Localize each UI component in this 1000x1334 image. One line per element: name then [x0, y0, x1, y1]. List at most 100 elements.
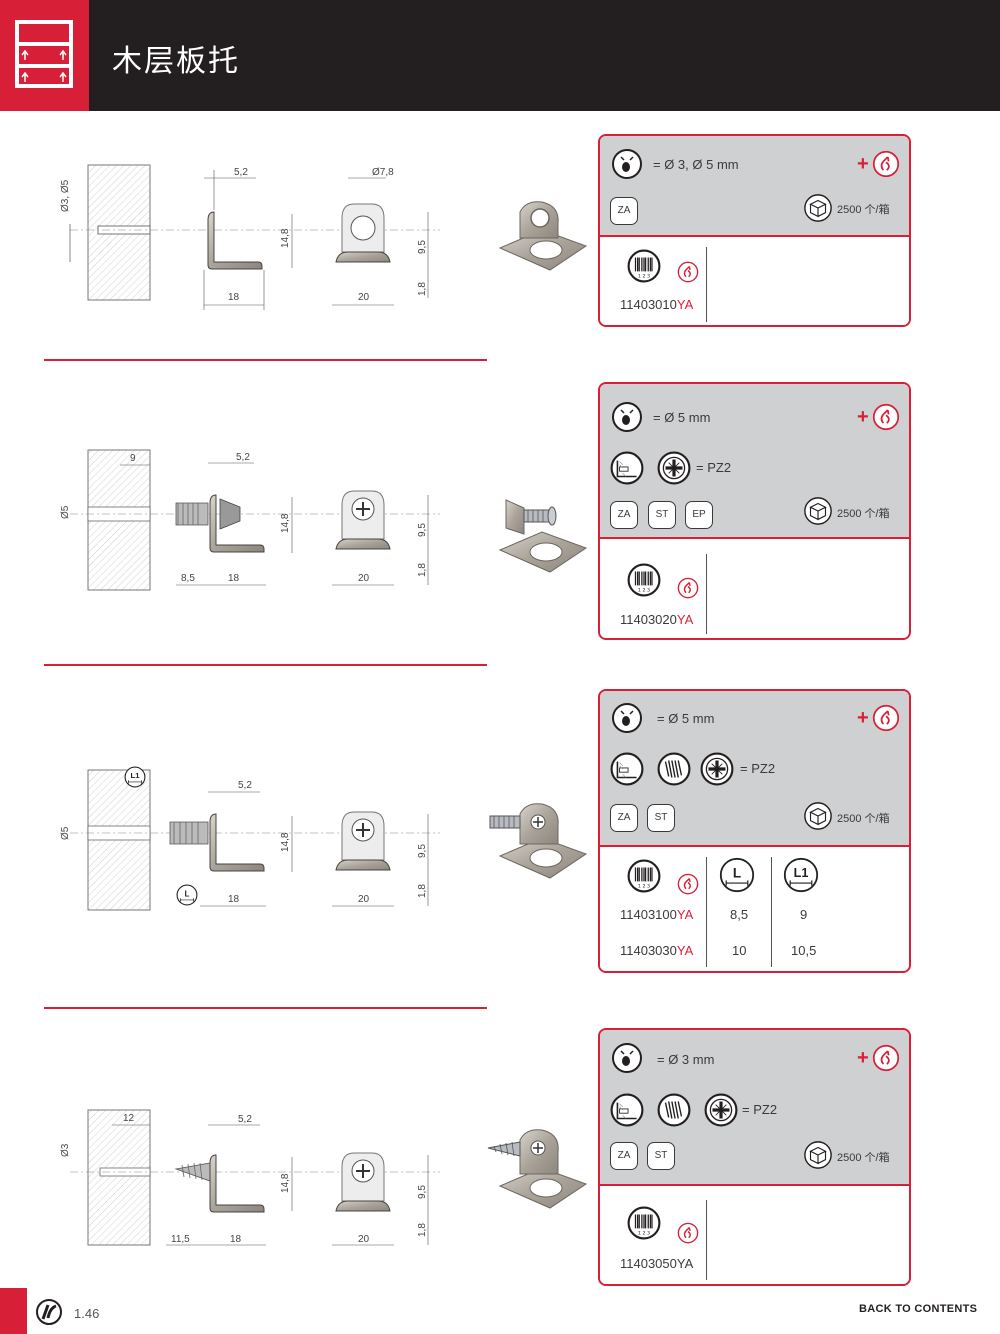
- dim-label: 18: [228, 573, 240, 584]
- l1-icon: [124, 766, 146, 788]
- dim-label: Ø5: [60, 826, 71, 840]
- dim-label: 9: [130, 453, 136, 464]
- article-code: 11403030YA: [620, 943, 694, 958]
- dim-label: 1,8: [417, 884, 428, 898]
- page-title: 木层板托: [112, 44, 240, 79]
- dim-label: 20: [358, 292, 370, 303]
- barcode-icon: [627, 859, 661, 893]
- dim-label: 12: [123, 1113, 135, 1124]
- barcode-icon: [627, 563, 661, 597]
- back-to-contents-link[interactable]: BACK TO CONTENTS: [859, 1303, 978, 1315]
- drive-type: = PZ2: [740, 761, 776, 776]
- package-qty: 2500 个/箱: [837, 813, 890, 825]
- plus-icon: +: [857, 1047, 869, 1069]
- mounting-icon: [872, 704, 900, 732]
- mounting-icon: [872, 150, 900, 178]
- pozidriv-icon: [704, 1093, 738, 1127]
- plus-icon: +: [857, 707, 869, 729]
- section-divider: [44, 359, 487, 361]
- package-qty: 2500 个/箱: [837, 1152, 890, 1164]
- finish-badge: ZA: [610, 804, 638, 832]
- package-icon: [803, 801, 833, 831]
- dim-label: 18: [228, 894, 240, 905]
- length-l-value: 8,5: [730, 907, 749, 922]
- product-card-3: = Ø 5 mm + = PZ2 ZA ST 2500 个/箱 11403100…: [598, 689, 911, 973]
- hole-diameter: = Ø 3 mm: [657, 1052, 715, 1067]
- hole-diameter: = Ø 5 mm: [657, 711, 715, 726]
- dim-label: 1,8: [417, 563, 428, 577]
- dim-label: 14,8: [280, 228, 291, 248]
- brand-logo: [36, 1299, 62, 1325]
- pozidriv-icon: [700, 752, 734, 786]
- package-icon: [803, 496, 833, 526]
- length-l-icon: [719, 857, 755, 893]
- dim-label: 9,5: [417, 523, 428, 537]
- technical-drawing-4: 12 Ø3 5,2 14,8 11,5 18 9,5 1,8 20: [60, 1109, 440, 1246]
- dim-label: Ø3, Ø5: [60, 179, 71, 212]
- hole-diameter: = Ø 3, Ø 5 mm: [653, 157, 739, 172]
- dim-label: 1,8: [417, 1223, 428, 1237]
- length-l1-value: 10,5: [791, 943, 817, 958]
- finish-badge: EP: [685, 501, 713, 529]
- dim-label: 20: [358, 573, 370, 584]
- dim-label: 14,8: [280, 832, 291, 852]
- package-qty: 2500 个/箱: [837, 204, 890, 216]
- screw-type-icon: [610, 451, 644, 485]
- hole-diameter-icon: [611, 702, 643, 734]
- hole-diameter: = Ø 5 mm: [653, 410, 711, 425]
- technical-drawing-1: Ø3, Ø5 5,2 14,8 18 Ø7,8 9,5 1,8 20: [60, 164, 440, 310]
- dim-label: 8,5: [181, 573, 195, 584]
- column-divider: [706, 857, 707, 967]
- plus-icon: +: [857, 153, 869, 175]
- technical-drawing-2: 9 Ø5 5,2 14,8 8,5 18 9,5 1,8 20: [60, 449, 440, 591]
- dim-label: 18: [228, 292, 240, 303]
- dim-label: 5,2: [238, 1114, 252, 1125]
- dim-label: 20: [358, 1234, 370, 1245]
- finish-badge: ST: [647, 804, 675, 832]
- product-card-4: = Ø 3 mm + = PZ2 ZA ST 2500 个/箱 11403050…: [598, 1028, 911, 1286]
- section-divider: [44, 1007, 487, 1009]
- wood-panel-icon: [610, 1093, 644, 1127]
- column-divider: [771, 857, 772, 967]
- pozidriv-icon: [657, 451, 691, 485]
- dim-label: Ø5: [60, 505, 71, 519]
- package-icon: [803, 1140, 833, 1170]
- mounting-icon: [872, 1044, 900, 1072]
- header-bar: [0, 0, 1000, 111]
- product-photo-3: [489, 803, 588, 879]
- page-number: 1.46: [74, 1306, 100, 1321]
- package-icon: [803, 193, 833, 223]
- section-badge: [0, 0, 89, 111]
- dim-label: 11,5: [171, 1234, 190, 1245]
- mounting-icon: [677, 1222, 699, 1244]
- hole-diameter-icon: [611, 1042, 643, 1074]
- dim-label: 9,5: [417, 1185, 428, 1199]
- length-l-value: 10: [732, 943, 747, 958]
- barcode-icon: [627, 249, 661, 283]
- shelf-icon: [15, 20, 73, 88]
- product-photo-2: [498, 499, 588, 573]
- wood-screw-icon: [657, 1093, 691, 1127]
- wood-panel-icon: [610, 752, 644, 786]
- length-l1-value: 9: [800, 907, 808, 922]
- finish-badge: ZA: [610, 1142, 638, 1170]
- package-qty: 2500 个/箱: [837, 508, 890, 520]
- drive-type: = PZ2: [742, 1102, 778, 1117]
- barcode-icon: [627, 1206, 661, 1240]
- dim-label: 5,2: [236, 452, 250, 463]
- technical-drawing-3: Ø5 5,2 14,8 18 9,5 1,8 20: [60, 766, 440, 911]
- mounting-icon: [872, 403, 900, 431]
- article-code: 11403050YA: [620, 1256, 694, 1271]
- dim-label: 20: [358, 894, 370, 905]
- product-photo-1: [498, 201, 588, 271]
- finish-badge: ZA: [610, 501, 638, 529]
- mounting-icon: [677, 577, 699, 599]
- dim-label: 14,8: [280, 1173, 291, 1193]
- finish-badge: ST: [647, 1142, 675, 1170]
- drive-type: = PZ2: [696, 460, 732, 475]
- thread-icon: [657, 752, 691, 786]
- section-divider: [44, 664, 487, 666]
- product-card-2: = Ø 5 mm + = PZ2 ZA ST EP 2500 个/箱 11403…: [598, 382, 911, 640]
- dim-label: 18: [230, 1234, 242, 1245]
- dim-label: 5,2: [234, 167, 248, 178]
